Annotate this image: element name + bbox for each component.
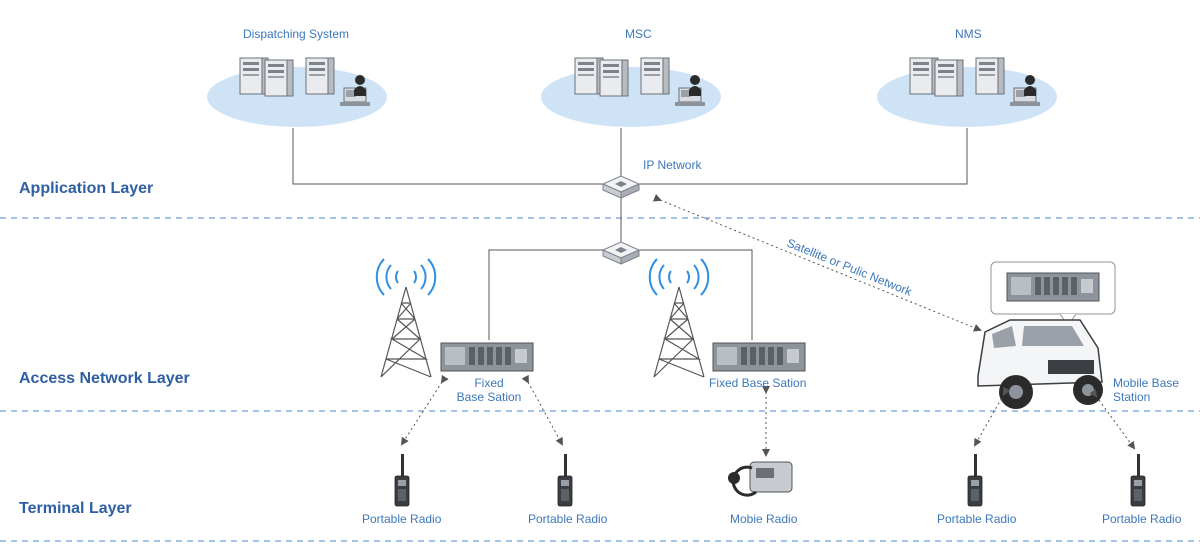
msc-label: MSC	[625, 27, 652, 41]
satellite-label: Satellite or Pulic Network	[785, 236, 915, 299]
radio-2-link	[521, 374, 563, 446]
access-layer-title: Access Network Layer	[19, 370, 190, 387]
portable-radio-1-label: Portable Radio	[362, 512, 442, 526]
terminal-layer-title: Terminal Layer	[19, 500, 132, 517]
portable-radio-2-icon	[557, 453, 573, 507]
tower-2-icon	[648, 258, 710, 378]
dispatching-system-label: Dispatching System	[243, 27, 350, 41]
mobile-radio-icon	[728, 461, 793, 497]
portable-radio-4-label: Portable Radio	[1102, 512, 1182, 526]
mobile-base-callout	[990, 261, 1116, 327]
mobile-base-station-label: Mobile Base Station	[1113, 376, 1180, 404]
nms-label: NMS	[955, 27, 982, 41]
satellite-link	[652, 194, 982, 332]
vehicle-icon	[977, 319, 1103, 409]
radio-1-link	[400, 374, 449, 446]
portable-radio-3-icon	[967, 453, 983, 507]
portable-radio-3-label: Portable Radio	[937, 512, 1017, 526]
portable-radio-4-icon	[1130, 453, 1146, 507]
ip-network-link	[292, 128, 968, 185]
fixed-base-station-2-label: Fixed Base Sation	[709, 376, 807, 390]
radio-3-link	[974, 386, 1011, 447]
portable-radio-2-label: Portable Radio	[528, 512, 608, 526]
radio-4-link	[1089, 388, 1136, 450]
ip-router-icon	[602, 175, 640, 199]
fixed-base-station-1-label: Fixed Base Sation	[456, 376, 522, 404]
fixed-base-station-1-icon	[440, 342, 534, 372]
tower-1-icon	[375, 258, 437, 378]
portable-radio-1-icon	[394, 453, 410, 507]
fixed-base-station-2-icon	[712, 342, 806, 372]
mobile-radio-label: Mobie Radio	[730, 512, 798, 526]
ip-network-label: IP Network	[643, 158, 702, 172]
application-layer-title: Application Layer	[19, 180, 154, 197]
access-switch-icon	[602, 241, 640, 265]
